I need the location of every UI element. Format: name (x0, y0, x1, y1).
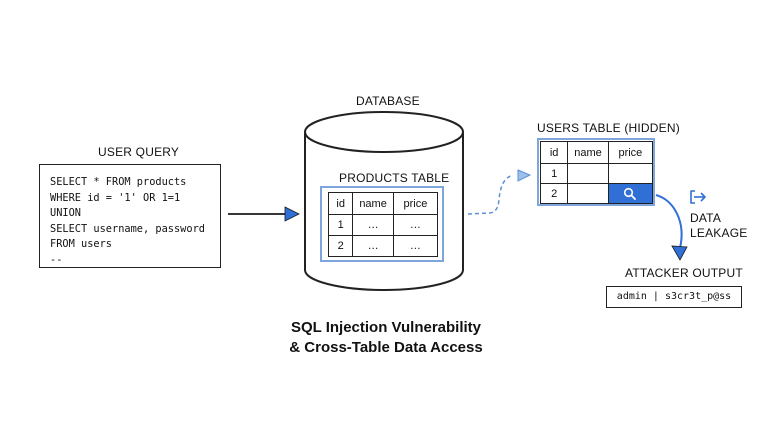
exit-arrow-icon (690, 190, 706, 204)
title-line1: SQL Injection Vulnerability (290, 319, 482, 336)
title-line2: & Cross-Table Data Access (289, 339, 483, 356)
table-cell (607, 163, 654, 184)
table-cell: 1 (327, 214, 354, 236)
table-cell: 2 (327, 235, 354, 257)
users-table: id name price 1 2 (539, 141, 654, 204)
query-line: SELECT * FROM products (50, 176, 187, 188)
attacker-output-label: ATTACKER OUTPUT (625, 266, 743, 280)
data-leakage-line2: LEAKAGE (690, 226, 748, 240)
query-line: SELECT username, password (50, 222, 205, 235)
table-header-row: id name price (327, 192, 439, 215)
query-line: UNION (50, 207, 81, 220)
table-cell: … (392, 235, 439, 257)
header-cell: price (607, 141, 654, 164)
header-cell: name (352, 192, 394, 215)
table-row: 1 … … (327, 214, 439, 236)
table-row: 1 (539, 163, 654, 184)
query-line: WHERE id = '1' OR 1=1 (50, 191, 181, 204)
header-cell: price (392, 192, 439, 215)
data-leakage-line1: DATA (690, 211, 722, 225)
header-cell: id (327, 192, 354, 215)
header-cell: id (539, 141, 569, 164)
diagram-title: SQL Injection Vulnerability & Cross-Tabl… (268, 318, 504, 358)
table-header-row: id name price (539, 141, 654, 164)
database-label: DATABASE (356, 94, 420, 108)
table-cell: 2 (539, 183, 569, 204)
users-to-output-arrow (655, 194, 688, 261)
user-query-label: USER QUERY (98, 145, 180, 159)
search-icon (624, 187, 637, 200)
users-table-title: USERS TABLE (HIDDEN) (537, 121, 680, 135)
query-line: FROM users (50, 238, 112, 251)
table-cell: … (352, 235, 394, 257)
products-table-container: id name price 1 … … 2 … … (320, 186, 444, 262)
table-cell (567, 163, 609, 184)
header-cell: name (567, 141, 609, 164)
table-cell: 1 (539, 163, 569, 184)
table-row: 2 (539, 183, 654, 204)
attacker-output-box: admin | s3cr3t_p@ss (606, 286, 742, 308)
table-cell: … (352, 214, 394, 236)
user-query-box: SELECT * FROM products WHERE id = '1' OR… (39, 164, 221, 268)
table-row: 2 … … (327, 235, 439, 257)
table-cell (567, 183, 609, 204)
query-to-database-arrow (228, 206, 300, 222)
products-table: id name price 1 … … 2 … … (327, 192, 439, 257)
products-table-title: PRODUCTS TABLE (339, 171, 450, 185)
products-to-users-dashed-arrow (467, 169, 532, 215)
table-cell: … (392, 214, 439, 236)
highlighted-cell (607, 183, 654, 204)
query-line: -- (50, 253, 63, 266)
users-table-container: id name price 1 2 (537, 138, 655, 206)
